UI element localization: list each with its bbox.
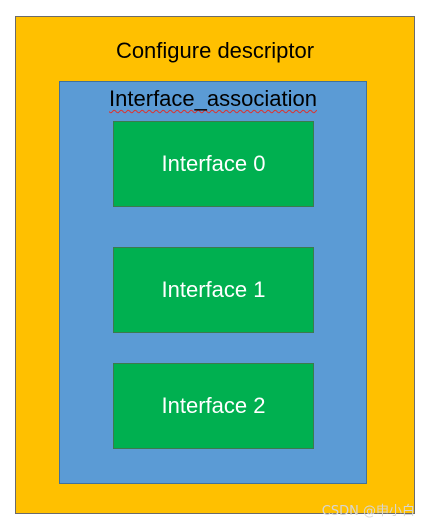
interface-0-box: Interface 0 — [113, 121, 314, 207]
interface-1-label: Interface 1 — [161, 277, 266, 302]
configure-descriptor-box: Configure descriptor Interface_associati… — [15, 16, 415, 514]
configure-descriptor-title: Configure descriptor — [115, 38, 315, 63]
csdn-watermark: CSDN @申小白 — [321, 504, 415, 519]
interface-1-box: Interface 1 — [113, 247, 314, 333]
interface-association-title-text: Interface_association — [109, 86, 317, 111]
interface-association-box: Interface_association Interface 0 Interf… — [59, 81, 367, 484]
interface-2-box: Interface 2 — [113, 363, 314, 449]
interface-0-label: Interface 0 — [161, 151, 266, 176]
interface-association-title: Interface_association — [60, 86, 366, 112]
interface-2-label: Interface 2 — [161, 393, 266, 418]
